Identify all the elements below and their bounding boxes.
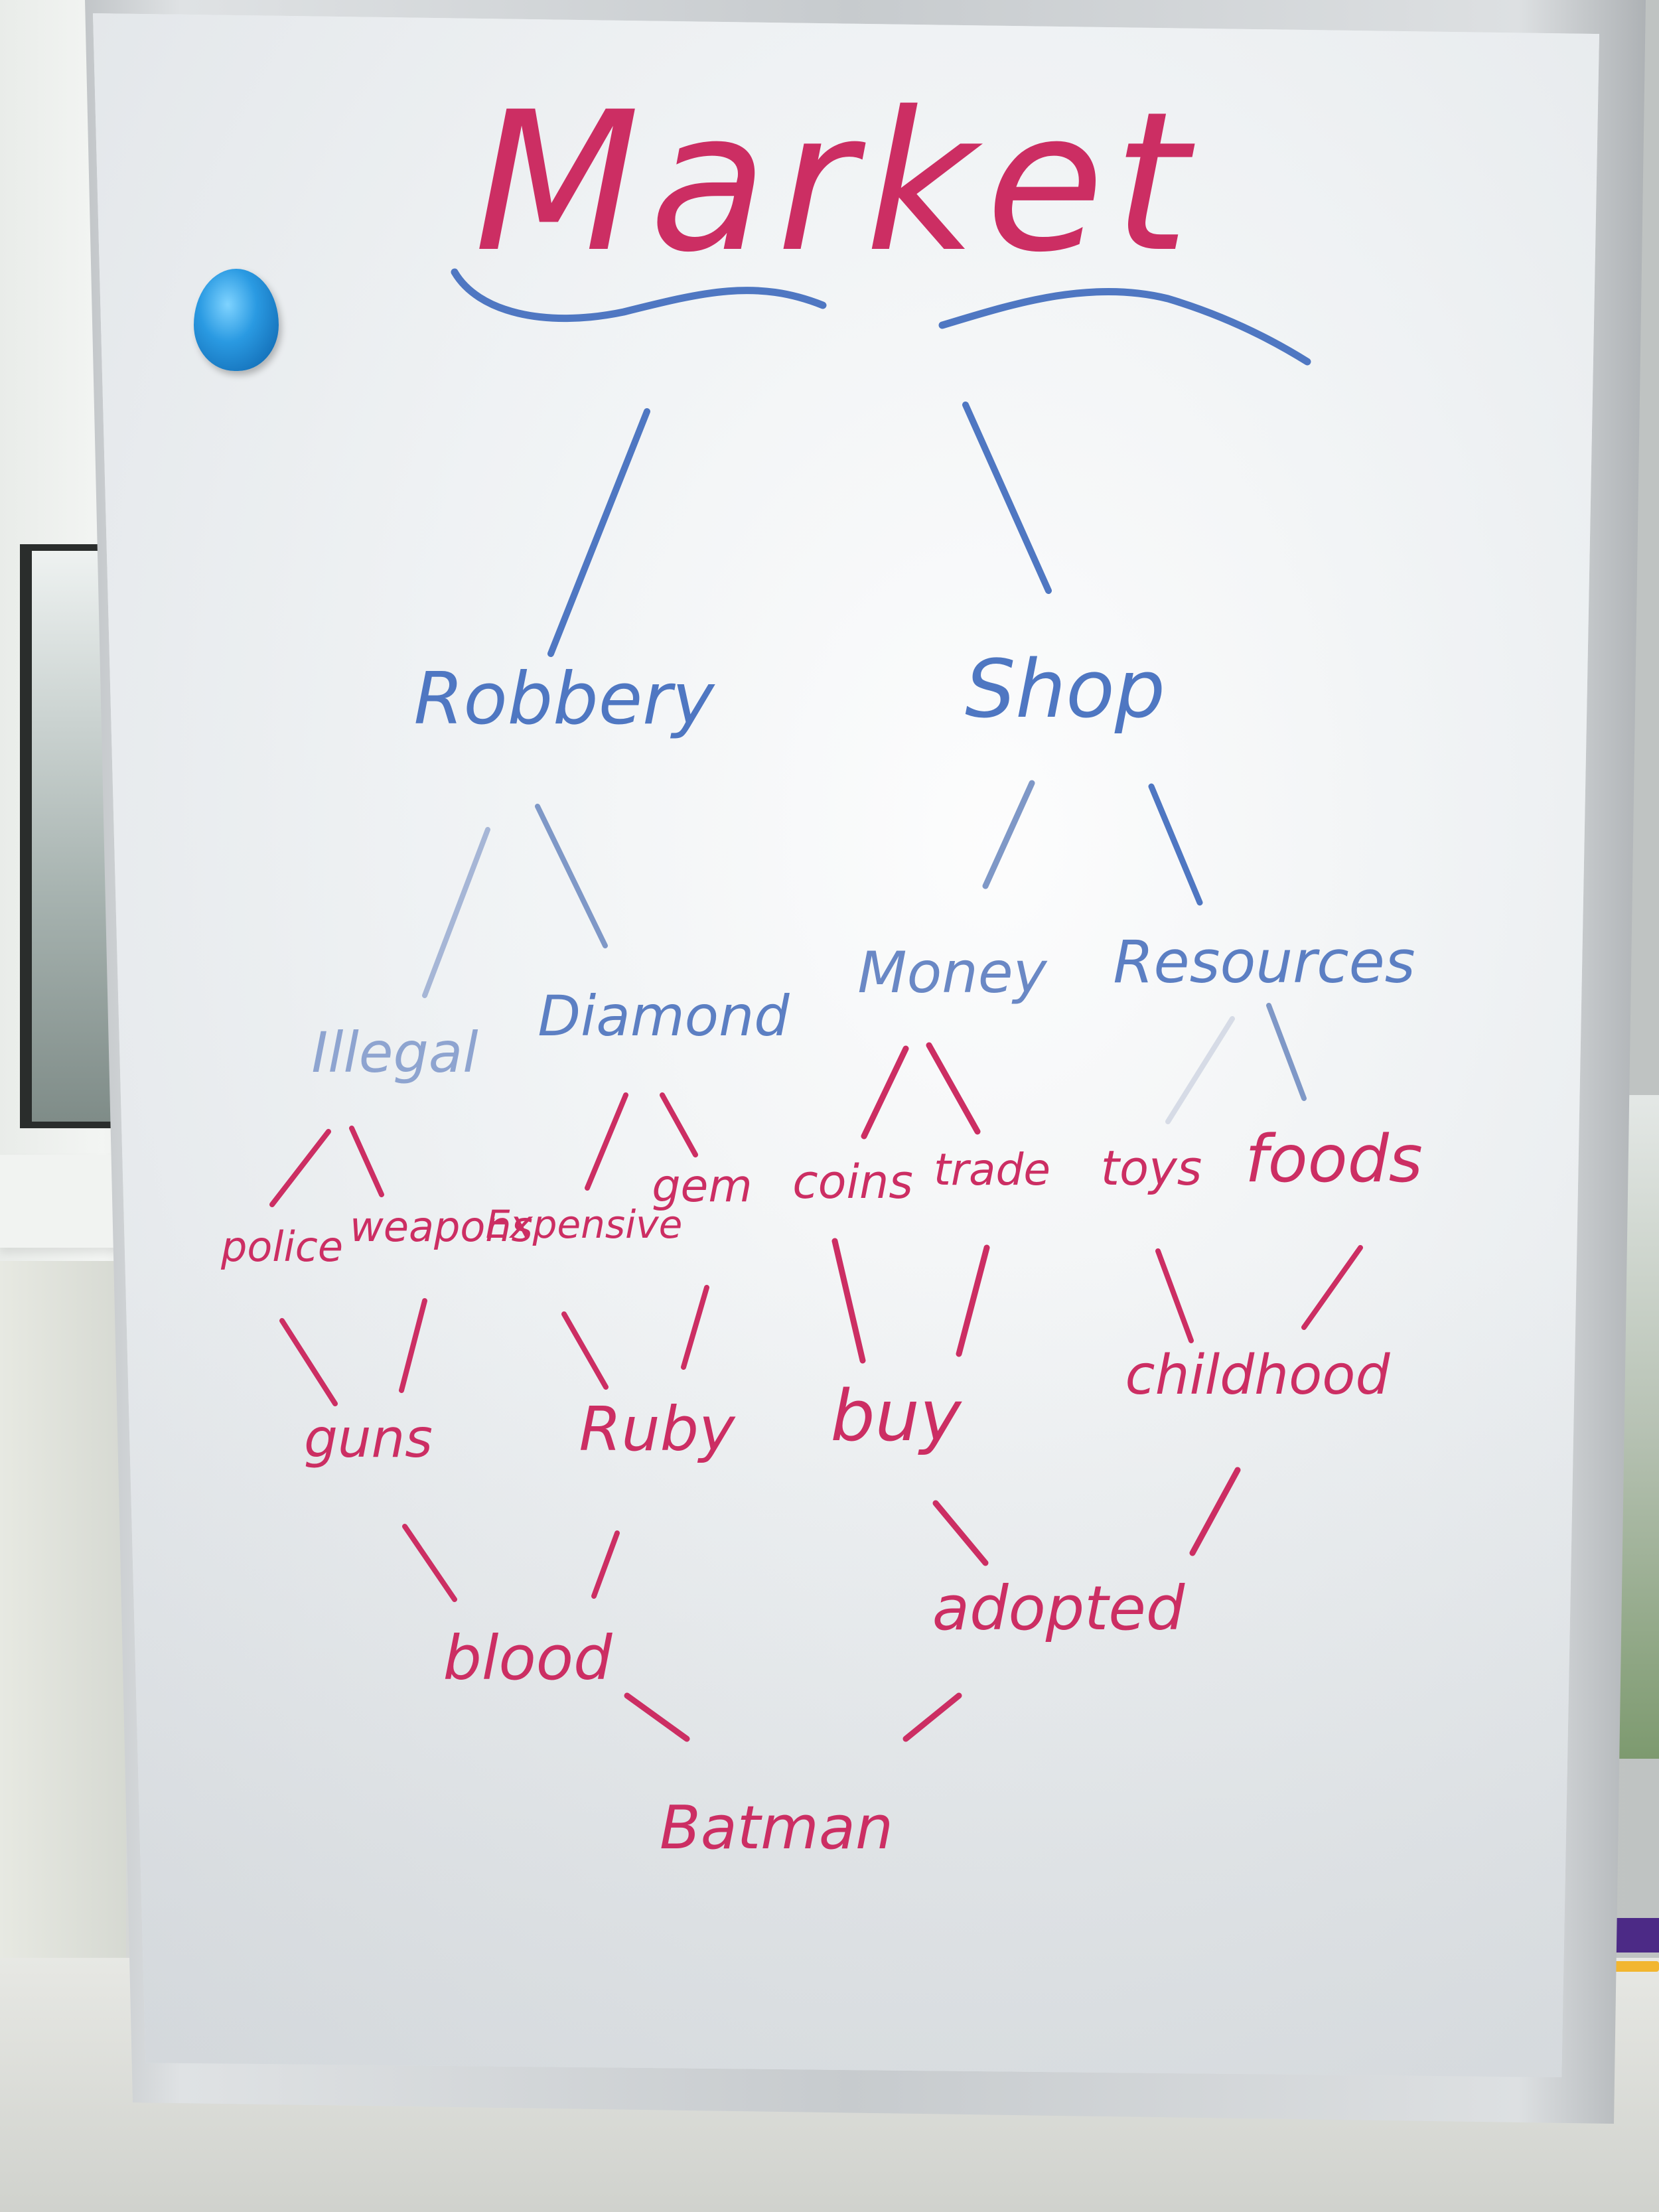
line-expensive-ruby: [561, 1311, 609, 1390]
line-market-shop: [962, 402, 1052, 594]
line-money-coins: [861, 1045, 909, 1140]
line-resources-foods: [1266, 1003, 1307, 1101]
node-trade: trade: [934, 1144, 1050, 1195]
node-gem: gem: [652, 1160, 752, 1213]
title-underline-right: [938, 287, 1311, 366]
title-market: Market: [474, 71, 1198, 295]
line-adopted-batman: [902, 1692, 962, 1742]
node-expensive: Expensive: [486, 1202, 683, 1247]
line-money-trade: [926, 1042, 981, 1135]
node-foods: foods: [1245, 1122, 1423, 1197]
line-foods-childhood: [1301, 1245, 1363, 1330]
line-ruby-blood: [591, 1530, 620, 1599]
line-trade-buy: [956, 1244, 990, 1357]
node-childhood: childhood: [1125, 1344, 1390, 1407]
node-guns: guns: [304, 1408, 433, 1469]
node-batman: Batman: [660, 1793, 893, 1863]
magnet-icon: [194, 269, 279, 371]
node-shop: Shop: [965, 644, 1165, 736]
line-shop-resources: [1148, 783, 1203, 906]
line-resources-toys: [1165, 1016, 1235, 1124]
node-money: Money: [857, 940, 1047, 1006]
line-weapons-guns: [399, 1298, 427, 1393]
node-robbery: Robbery: [414, 658, 716, 741]
line-toys-childhood: [1155, 1248, 1194, 1343]
node-toys: toys: [1101, 1140, 1202, 1196]
line-buy-adopted: [932, 1500, 989, 1566]
node-illegal: Illegal: [311, 1020, 478, 1085]
whiteboard-surface: [93, 13, 1599, 2077]
line-illegal-weapons: [349, 1126, 384, 1197]
line-diamond-expensive: [585, 1092, 628, 1191]
node-blood: blood: [443, 1623, 613, 1694]
line-police-guns: [279, 1318, 338, 1406]
line-diamond-gem: [660, 1092, 698, 1157]
node-adopted: adopted: [932, 1573, 1185, 1644]
line-robbery-illegal: [422, 827, 490, 998]
line-market-robbery: [547, 408, 650, 657]
line-childhood-adopted: [1189, 1467, 1241, 1556]
node-weapons: weapons: [350, 1203, 533, 1251]
line-coins-buy: [831, 1238, 866, 1364]
node-diamond: Diamond: [538, 984, 790, 1049]
node-buy: buy: [830, 1375, 962, 1457]
node-police: police: [220, 1222, 343, 1271]
line-robbery-diamond: [535, 804, 608, 948]
line-illegal-police: [269, 1129, 331, 1207]
node-ruby: Ruby: [579, 1394, 736, 1465]
line-blood-batman: [624, 1692, 690, 1742]
node-coins: coins: [792, 1155, 913, 1209]
line-shop-money: [982, 780, 1035, 889]
line-guns-blood: [402, 1524, 457, 1602]
node-resources: Resources: [1113, 928, 1415, 996]
line-gem-ruby: [681, 1285, 709, 1370]
title-underline-left: [451, 268, 827, 323]
